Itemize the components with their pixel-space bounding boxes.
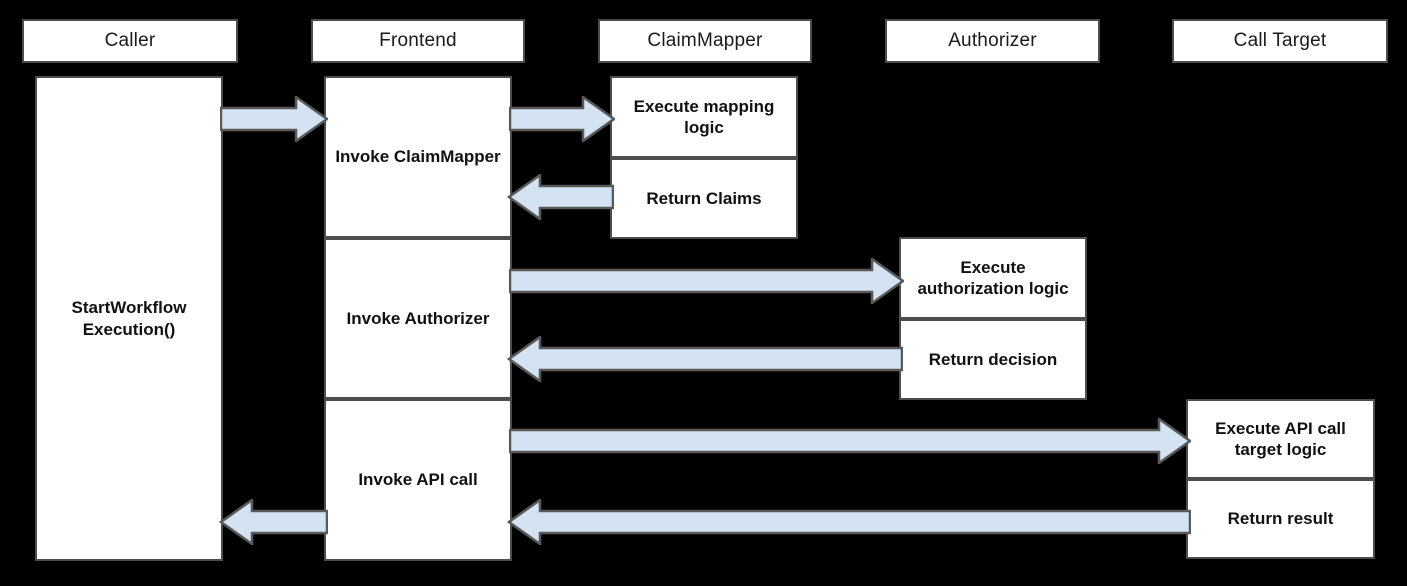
activation-calltarget-execute-api-call-target-logic-label: Execute API call target logic [1215, 418, 1346, 459]
activation-authorizer-return-decision-label: Return decision [928, 349, 1058, 369]
activation-caller-start-workflow-label: StartWorkflow Execution() [71, 298, 187, 339]
activation-authorizer-execute-authorization-logic[interactable]: Execute authorization logic [899, 237, 1087, 319]
activation-calltarget-return-result[interactable]: Return result [1186, 479, 1375, 559]
activation-authorizer-return-decision[interactable]: Return decision [899, 319, 1087, 400]
message-arrow-claimmapper-to-frontend[interactable] [507, 174, 614, 220]
activation-frontend-invoke-authorizer-label: Invoke Authorizer [346, 308, 490, 328]
lifeline-header-claimmapper-label: ClaimMapper [647, 30, 763, 51]
lifeline-header-caller-label: Caller [104, 30, 156, 51]
message-arrow-calltarget-to-frontend[interactable] [507, 499, 1191, 545]
activation-frontend-invoke-claimmapper-label: Invoke ClaimMapper [335, 147, 501, 167]
message-arrow-caller-to-frontend[interactable] [220, 96, 328, 142]
activation-claimmapper-execute-mapping-logic[interactable]: Execute mapping logic [610, 76, 798, 158]
activation-authorizer-execute-authorization-logic-label: Execute authorization logic [917, 257, 1069, 298]
activation-caller-start-workflow[interactable]: StartWorkflow Execution() [35, 76, 223, 561]
lifeline-header-claimmapper[interactable]: ClaimMapper [598, 19, 812, 63]
lifeline-header-calltarget-label: Call Target [1233, 30, 1327, 51]
activation-frontend-invoke-api-call[interactable]: Invoke API call [324, 399, 512, 561]
activation-calltarget-execute-api-call-target-logic[interactable]: Execute API call target logic [1186, 399, 1375, 479]
lifeline-header-frontend-label: Frontend [379, 30, 457, 51]
message-arrow-authorizer-to-frontend[interactable] [507, 336, 903, 382]
message-arrow-frontend-to-claimmapper[interactable] [509, 96, 615, 142]
lifeline-header-authorizer[interactable]: Authorizer [885, 19, 1100, 63]
activation-claimmapper-return-claims-label: Return Claims [646, 188, 762, 208]
activation-claimmapper-return-claims[interactable]: Return Claims [610, 158, 798, 239]
activation-frontend-invoke-api-call-label: Invoke API call [358, 470, 478, 490]
message-arrow-frontend-to-authorizer[interactable] [509, 258, 904, 304]
activation-frontend-invoke-claimmapper[interactable]: Invoke ClaimMapper [324, 76, 512, 238]
lifeline-header-caller[interactable]: Caller [22, 19, 238, 63]
activation-calltarget-return-result-label: Return result [1227, 509, 1334, 529]
lifeline-header-authorizer-label: Authorizer [948, 30, 1037, 51]
activation-claimmapper-execute-mapping-logic-label: Execute mapping logic [633, 96, 775, 137]
message-arrow-frontend-to-calltarget[interactable] [509, 418, 1191, 464]
lifeline-header-calltarget[interactable]: Call Target [1172, 19, 1388, 63]
lifeline-header-frontend[interactable]: Frontend [311, 19, 525, 63]
activation-frontend-invoke-authorizer[interactable]: Invoke Authorizer [324, 238, 512, 399]
message-arrow-frontend-to-caller[interactable] [219, 499, 328, 545]
